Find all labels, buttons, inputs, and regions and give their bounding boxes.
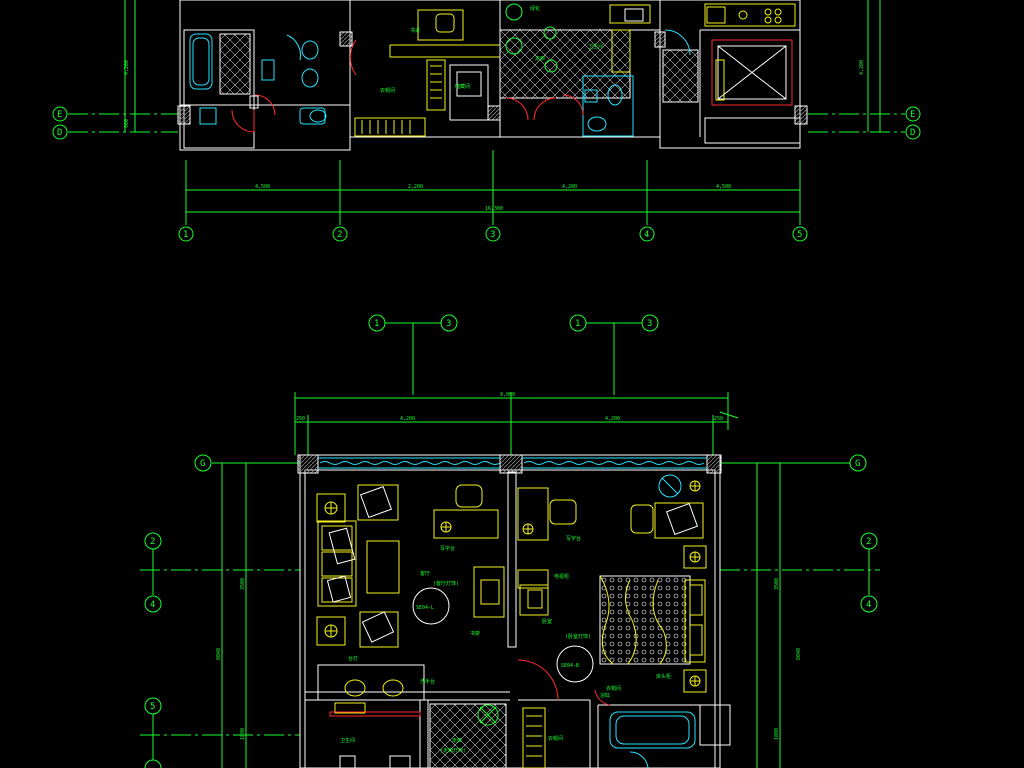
axis-pair-left: 1 3 — [368, 314, 458, 395]
row-bubble-G-left: G — [194, 454, 212, 472]
svg-text:5: 5 — [797, 230, 802, 240]
svg-text:写字台: 写字台 — [440, 545, 455, 552]
svg-text:3: 3 — [647, 319, 652, 329]
side-bubble-2-right: 2 — [860, 532, 878, 550]
svg-text:衣帽间: 衣帽间 — [548, 735, 563, 742]
svg-text:(卧室灯饰): (卧室灯饰) — [565, 633, 591, 640]
bottom-floor-plan: 1 3 1 3 250 4,200 4,200 250 9,000 — [140, 314, 880, 768]
svg-text:4,200: 4,200 — [400, 416, 415, 422]
svg-text:4,200: 4,200 — [562, 184, 577, 190]
svg-text:E: E — [910, 110, 915, 120]
side-bubble-5-left: 5 — [144, 697, 162, 715]
svg-text:2: 2 — [150, 537, 155, 547]
axis-bubble-2: 2 — [332, 226, 348, 242]
svg-text:1: 1 — [374, 319, 379, 329]
svg-text:4,200: 4,200 — [124, 60, 130, 75]
top-plan-walls — [177, 0, 808, 151]
svg-text:E: E — [57, 110, 62, 120]
bedroom-furniture: 写字台 电视柜 卧室 (卧室灯饰) SE04-B 床头柜 衣帽 — [517, 474, 707, 693]
svg-text:4,200: 4,200 — [859, 60, 865, 75]
svg-text:走廊: 走廊 — [452, 737, 462, 744]
svg-text:走廊: 走廊 — [535, 55, 545, 62]
svg-text:4,500: 4,500 — [255, 184, 270, 190]
svg-text:8040: 8040 — [216, 648, 222, 660]
svg-text:4,200: 4,200 — [605, 416, 620, 422]
svg-text:写字台: 写字台 — [566, 535, 581, 542]
svg-text:16,300: 16,300 — [485, 206, 503, 212]
svg-text:卧室: 卧室 — [542, 618, 552, 625]
svg-text:G: G — [855, 459, 860, 469]
svg-text:2,200: 2,200 — [408, 184, 423, 190]
svg-text:250: 250 — [714, 416, 723, 422]
svg-text:浴缸: 浴缸 — [600, 692, 610, 699]
svg-text:D: D — [57, 128, 62, 138]
svg-text:4,500: 4,500 — [716, 184, 731, 190]
svg-text:4: 4 — [150, 600, 155, 610]
svg-text:4: 4 — [644, 230, 649, 240]
svg-text:2: 2 — [337, 230, 342, 240]
svg-text:9,000: 9,000 — [500, 392, 515, 398]
top-floor-plan: 4,200 900 4,200 E D E D — [52, 0, 921, 242]
svg-text:3: 3 — [490, 230, 495, 240]
living-room-furniture: 台灯 — [316, 484, 400, 662]
svg-text:900: 900 — [124, 119, 130, 128]
svg-text:(客厅灯饰): (客厅灯饰) — [433, 580, 459, 587]
top-plan-entry: 绿化 卫生间 走廊 — [499, 3, 634, 137]
svg-text:1: 1 — [575, 319, 580, 329]
row-bubble-G-right: G — [849, 454, 867, 472]
svg-text:250: 250 — [296, 416, 305, 422]
top-plan-kitchen — [609, 3, 796, 106]
row-bubble-E-right: E — [905, 106, 921, 122]
axis-pair-right: 1 3 — [569, 314, 659, 395]
svg-text:(走廊灯饰): (走廊灯饰) — [440, 747, 466, 754]
svg-text:卫生间: 卫生间 — [340, 737, 355, 744]
svg-text:G: G — [200, 459, 205, 469]
svg-text:3500: 3500 — [774, 578, 780, 590]
axis-bubble-1: 1 — [178, 226, 194, 242]
svg-text:3: 3 — [446, 319, 451, 329]
row-bubble-E-left: E — [52, 106, 68, 122]
svg-text:衣帽间: 衣帽间 — [380, 87, 395, 94]
lower-bathrooms: 走廊 (走廊灯饰) 衣帽间 浴缸 洗手台 卫生间 — [329, 659, 696, 768]
row-bubble-D-right: D — [905, 124, 921, 140]
svg-text:书桌: 书桌 — [410, 27, 420, 34]
top-plan-middle-rooms: 衣帽间 储藏间 书桌 — [339, 9, 501, 137]
svg-text:洗手台: 洗手台 — [420, 678, 435, 685]
svg-text:5: 5 — [150, 702, 155, 712]
svg-text:绿化: 绿化 — [530, 5, 540, 12]
svg-text:1: 1 — [183, 230, 188, 240]
svg-text:电视柜: 电视柜 — [554, 573, 569, 580]
svg-text:台灯: 台灯 — [348, 655, 358, 662]
svg-text:2: 2 — [866, 537, 871, 547]
svg-text:D: D — [910, 128, 915, 138]
axis-bubble-4: 4 — [639, 226, 655, 242]
bottom-plan-walls — [297, 454, 731, 768]
side-bubble-4-right: 4 — [860, 595, 878, 613]
svg-text:8040: 8040 — [796, 648, 802, 660]
svg-text:床头柜: 床头柜 — [656, 673, 671, 680]
svg-text:1800: 1800 — [774, 728, 780, 740]
svg-text:SE04-B: SE04-B — [561, 663, 579, 669]
svg-text:SE04-L: SE04-L — [416, 605, 434, 611]
svg-text:卫生间: 卫生间 — [588, 43, 603, 50]
svg-text:客厅: 客厅 — [420, 570, 430, 577]
side-bubble-4-left: 4 — [144, 595, 162, 613]
svg-text:1800: 1800 — [240, 728, 246, 740]
svg-text:4: 4 — [866, 600, 871, 610]
side-bubble-2-left: 2 — [144, 532, 162, 550]
study-furniture: 写字台 客厅 (客厅灯饰) 书架 SE04-L — [412, 484, 505, 637]
svg-text:3500: 3500 — [240, 578, 246, 590]
axis-bubble-3: 3 — [485, 226, 501, 242]
row-bubble-D-left: D — [52, 124, 68, 140]
top-dimension-chain: 4,500 2,200 4,200 4,500 16,300 — [185, 150, 801, 225]
svg-text:储藏间: 储藏间 — [455, 83, 470, 90]
top-plan-bathroom-left — [189, 33, 327, 133]
svg-text:书架: 书架 — [470, 630, 480, 637]
axis-bubble-5: 5 — [792, 226, 808, 242]
bottom-top-dimensions: 250 4,200 4,200 250 9,000 — [294, 392, 739, 455]
svg-text:衣帽间: 衣帽间 — [606, 685, 621, 692]
